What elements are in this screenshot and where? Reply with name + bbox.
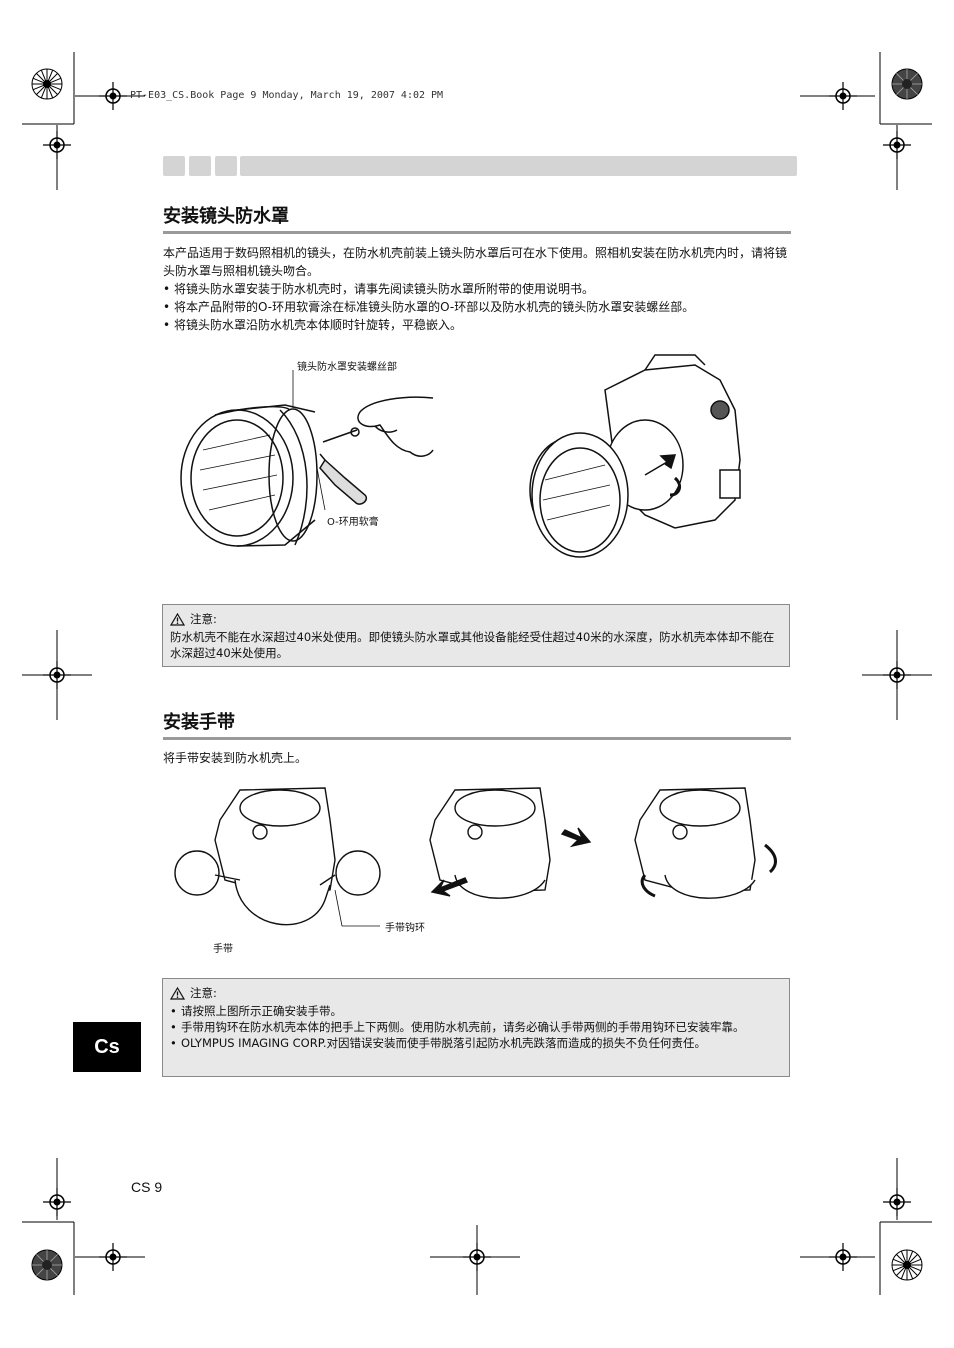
warning-triangle-icon	[170, 612, 185, 626]
section1-intro: 本产品适用于数码照相机的镜头，在防水机壳前装上镜头防水罩后可在水下使用。照相机安…	[163, 246, 788, 278]
list-item: •将本产品附带的O-环用软膏涂在标准镜头防水罩的O-环部以及防水机壳的镜头防水罩…	[163, 300, 695, 314]
header-block-2	[189, 156, 211, 176]
list-item: •手带用钩环在防水机壳本体的把手上下两侧。使用防水机壳前，请务必确认手带两侧的手…	[170, 1020, 745, 1034]
section2-intro: 将手带安装到防水机壳上。	[163, 751, 308, 765]
caution-box-strap: 注意: •请按照上图所示正确安装手带。 •手带用钩环在防水机壳本体的把手上下两侧…	[162, 978, 790, 1077]
lens-port-illustration	[180, 354, 741, 558]
header-bar	[240, 156, 797, 176]
list-item: •请按照上图所示正确安装手带。	[170, 1004, 342, 1018]
caution-bullets: •请按照上图所示正确安装手带。 •手带用钩环在防水机壳本体的把手上下两侧。使用防…	[170, 1003, 782, 1051]
header-block-3	[215, 156, 237, 176]
caution-text: 防水机壳不能在水深超过40米处使用。即使镜头防水罩或其他设备能经受住超过40米的…	[170, 630, 775, 660]
section-title-strap: 安装手带	[163, 712, 791, 740]
language-tab: Cs	[73, 1022, 141, 1072]
caution-head: 注意:	[190, 986, 217, 1000]
warning-triangle-icon	[170, 986, 185, 1000]
label-strap: 手带	[213, 944, 233, 955]
strap-illustration	[174, 787, 777, 927]
list-item: •OLYMPUS IMAGING CORP.对因错误安装而使手带脱落引起防水机壳…	[170, 1036, 707, 1050]
page-number: CS 9	[131, 1179, 163, 1195]
list-item: •将镜头防水罩安装于防水机壳时，请事先阅读镜头防水罩所附带的使用说明书。	[163, 282, 595, 296]
header-block-1	[163, 156, 185, 176]
section1-bullets: •将镜头防水罩安装于防水机壳时，请事先阅读镜头防水罩所附带的使用说明书。 •将本…	[163, 280, 791, 334]
label-grease: O-环用软膏	[327, 517, 379, 528]
label-thread: 镜头防水罩安装螺丝部	[297, 362, 397, 373]
label-strap-hook: 手带钩环	[385, 923, 425, 934]
section-title-lens-port: 安装镜头防水罩	[163, 206, 791, 234]
caution-box-depth: 注意: 防水机壳不能在水深超过40米处使用。即使镜头防水罩或其他设备能经受住超过…	[162, 604, 790, 667]
list-item: •将镜头防水罩沿防水机壳本体顺时针旋转，平稳嵌入。	[163, 318, 463, 332]
print-header-line: PT-E03_CS.Book Page 9 Monday, March 19, …	[130, 90, 444, 101]
caution-head: 注意:	[190, 612, 217, 626]
